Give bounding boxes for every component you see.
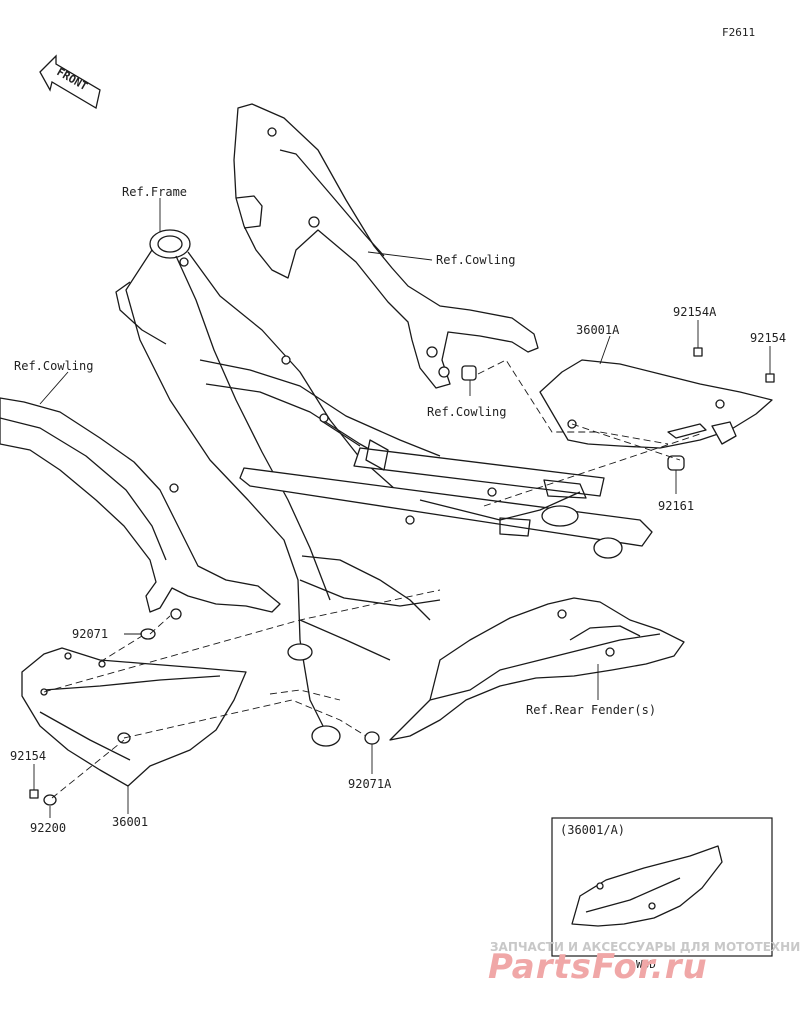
inset-note: WOD: [636, 958, 656, 971]
callout-92071A: 92071A: [348, 777, 392, 791]
callout-36001: 36001: [112, 815, 148, 829]
rear-fender-part: [389, 597, 685, 741]
side-cover-36001A-part: [539, 359, 773, 449]
callout-ref-rear-fender: Ref.Rear Fender(s): [526, 703, 656, 717]
callout-ref-cowling-mid: Ref.Cowling: [427, 405, 506, 419]
callout-36001A: 36001A: [576, 323, 620, 337]
watermark-logo: PartsFor.ru: [488, 947, 708, 987]
inset-title: (36001/A): [560, 823, 625, 837]
callout-92161: 92161: [658, 499, 694, 513]
callout-92071: 92071: [72, 627, 108, 641]
side-cover-36001-part: [21, 647, 247, 787]
grommet-92071A-icon: [364, 731, 380, 745]
callout-ref-cowling-top: Ref.Cowling: [436, 253, 515, 267]
bolt-92154-left-icon: [29, 780, 39, 799]
top-cowling-part: [233, 103, 539, 389]
grommet-92161-icon: [667, 455, 685, 471]
callout-92154A: 92154A: [673, 305, 717, 319]
watermark: ЗАПЧАСТИ И АКСЕССУАРЫ ДЛЯ МОТОТЕХНИКИ Pa…: [488, 940, 800, 987]
callout-92154-right: 92154: [750, 331, 786, 345]
grommet-cowling-icon: [461, 365, 477, 381]
callout-ref-cowling-left: Ref.Cowling: [14, 359, 93, 373]
callout-ref-frame: Ref.Frame: [122, 185, 187, 199]
front-arrow-icon: FRONT: [39, 54, 101, 110]
bolt-92154A-icon: [693, 340, 703, 357]
inset-box: (36001/A) WOD: [551, 817, 773, 971]
callout-92154-left: 92154: [10, 749, 46, 763]
figure-code: F2611: [722, 26, 755, 39]
left-cowling-part: [0, 397, 281, 620]
grommet-92071-icon: [140, 628, 156, 640]
leader-lines: [33, 198, 771, 818]
bolt-92154-right-icon: [765, 366, 775, 383]
callout-92200: 92200: [30, 821, 66, 835]
frame-part: [115, 229, 653, 747]
watermark-line1: ЗАПЧАСТИ И АКСЕССУАРЫ ДЛЯ МОТОТЕХНИКИ: [490, 940, 800, 954]
